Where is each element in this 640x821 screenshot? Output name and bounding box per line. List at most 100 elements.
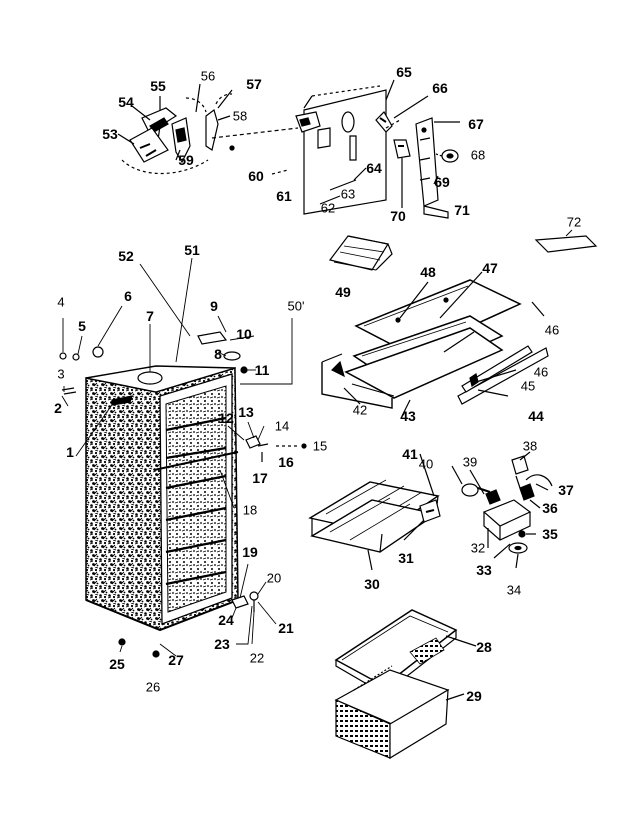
callout-26: 26: [145, 679, 161, 695]
callout-3: 3: [57, 366, 65, 382]
callout-37: 37: [558, 482, 574, 498]
callout-66: 66: [432, 80, 448, 96]
screw-15: [301, 443, 307, 449]
control-housing-67: [415, 117, 439, 207]
callout-62: 62: [320, 200, 336, 216]
callout-32: 32: [470, 540, 486, 556]
callout-63: 63: [340, 186, 356, 202]
callout-65: 65: [396, 64, 412, 80]
callout-17: 17: [252, 470, 268, 486]
ice-tray-group: [308, 453, 441, 571]
callout-15: 15: [312, 438, 328, 454]
callout-42: 42: [352, 402, 368, 418]
housing-base-71: [423, 205, 449, 219]
callout-27: 27: [168, 652, 184, 668]
callout-57: 57: [246, 76, 262, 92]
lamp-cover-9: [197, 331, 228, 345]
callout-5: 5: [78, 318, 86, 334]
spring-58: [205, 108, 219, 151]
cabinet-shelves: [165, 416, 227, 586]
leveler-25: [118, 638, 126, 646]
callout-25: 25: [109, 656, 125, 672]
callout-45: 45: [520, 378, 536, 394]
lock-assembly-group: [117, 83, 299, 175]
leader-arc: [121, 159, 209, 175]
callout-4: 4: [57, 294, 65, 310]
plug-4: [59, 352, 67, 360]
callout-49: 49: [335, 284, 351, 300]
callout-24: 24: [218, 612, 234, 628]
control-panel-group: [271, 79, 429, 215]
callout-55: 55: [150, 78, 166, 94]
callout-60: 60: [248, 168, 264, 184]
washer-20: [249, 591, 259, 601]
callout-7: 7: [146, 308, 154, 324]
callout-67: 67: [468, 116, 484, 132]
callout-40: 40: [418, 456, 434, 472]
callout-46-upper: 46: [544, 322, 560, 338]
shelf-43: [344, 327, 504, 399]
callout-33: 33: [476, 562, 492, 578]
callout-52: 52: [118, 248, 134, 264]
callout-61: 61: [276, 188, 292, 204]
callout-9: 9: [210, 298, 218, 314]
callout-20: 20: [266, 570, 282, 586]
rail-18: [153, 451, 239, 471]
callout-11: 11: [254, 362, 270, 378]
crisper-vent: [409, 637, 445, 665]
callout-29: 29: [466, 688, 482, 704]
hinge-13: [245, 435, 261, 449]
plug-5: [72, 353, 80, 361]
callout-36: 36: [542, 500, 558, 516]
wire-37: [525, 474, 553, 487]
socket-39: [485, 489, 501, 505]
callout-44: 44: [528, 408, 544, 424]
leader-lines: [61, 257, 293, 657]
switch-38: [511, 455, 529, 475]
callout-68: 68: [470, 147, 486, 163]
callout-23: 23: [214, 636, 230, 652]
callout-48: 48: [420, 264, 436, 280]
leveler-26: [152, 650, 160, 658]
cover-49: [328, 235, 389, 271]
callout-22: 22: [249, 650, 265, 666]
control-plate-62: [303, 89, 387, 215]
callout-38: 38: [522, 438, 538, 454]
callout-69: 69: [434, 174, 450, 190]
socket-8: [223, 351, 241, 361]
callout-70: 70: [390, 208, 406, 224]
callout-64: 64: [366, 160, 382, 176]
callout-19: 19: [242, 544, 258, 560]
callout-6: 6: [124, 288, 132, 304]
cabinet-base: [85, 599, 239, 632]
callout-8: 8: [214, 346, 222, 362]
light-shield-7: [137, 371, 163, 385]
cabinet-group: [59, 331, 307, 658]
callout-1: 1: [66, 444, 74, 460]
callout-53: 53: [102, 126, 118, 142]
callout-39: 39: [462, 454, 478, 470]
callout-50: 50': [287, 298, 305, 314]
callout-41: 41: [402, 446, 418, 462]
callout-21: 21: [278, 620, 294, 636]
callout-46-lower: 46: [533, 364, 549, 380]
callout-72: 72: [566, 214, 582, 230]
callout-30: 30: [364, 576, 380, 592]
callout-51: 51: [184, 242, 200, 258]
evaporator-cover-group: [328, 235, 393, 271]
callout-71: 71: [454, 202, 470, 218]
callout-16: 16: [278, 454, 294, 470]
trim-72: [534, 235, 598, 253]
knob-70: [393, 139, 411, 159]
callout-18: 18: [242, 502, 258, 518]
callout-35: 35: [542, 526, 558, 542]
freezer-shelf-group: [321, 271, 549, 417]
callout-47: 47: [482, 260, 498, 276]
callout-13: 13: [238, 404, 254, 420]
callout-2: 2: [54, 400, 62, 416]
callout-59: 59: [178, 152, 194, 168]
screw-35: [518, 530, 526, 538]
callout-10: 10: [236, 326, 252, 342]
